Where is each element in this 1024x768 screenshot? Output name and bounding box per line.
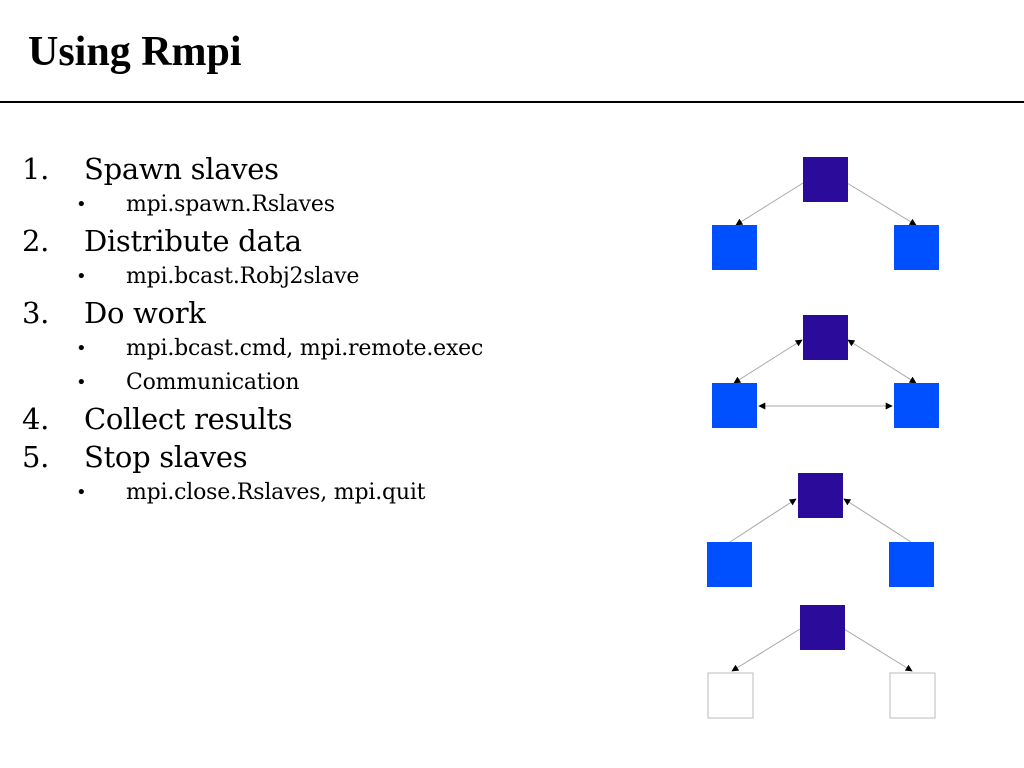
sub-list: • mpi.bcast.cmd, mpi.remote.exec • Commu… — [22, 332, 642, 400]
edge-arrow — [843, 628, 913, 672]
step-item: 4. Collect results — [22, 400, 642, 438]
sub-item: • Communication — [22, 366, 642, 400]
master-node — [798, 473, 843, 518]
master-node — [800, 605, 845, 650]
edge-arrow — [729, 498, 797, 543]
edge-arrow — [847, 339, 917, 384]
step-number: 3. — [22, 296, 50, 330]
master-node — [803, 157, 848, 202]
step-label: Distribute data — [84, 224, 302, 258]
title-divider — [0, 101, 1024, 103]
sub-item-label: Communication — [126, 370, 300, 395]
step-row: 2. Distribute data — [22, 222, 642, 260]
step-label: Spawn slaves — [84, 152, 279, 186]
step-row: 4. Collect results — [22, 400, 642, 438]
step-row: 1. Spawn slaves — [22, 150, 642, 188]
steps-list: 1. Spawn slaves • mpi.spawn.Rslaves 2. D… — [22, 150, 642, 510]
step-item: 1. Spawn slaves • mpi.spawn.Rslaves — [22, 150, 642, 222]
sub-item: • mpi.spawn.Rslaves — [22, 188, 642, 222]
collect-panel — [707, 473, 934, 587]
sub-item-label: mpi.spawn.Rslaves — [126, 192, 335, 217]
closed-slave-node — [889, 672, 936, 719]
step-number: 1. — [22, 152, 50, 186]
bullet-icon: • — [76, 482, 87, 503]
sub-item-label: mpi.bcast.Robj2slave — [126, 264, 360, 289]
step-item: 3. Do work • mpi.bcast.cmd, mpi.remote.e… — [22, 294, 642, 400]
step-label: Collect results — [84, 402, 293, 436]
sub-item-label: mpi.close.Rslaves, mpi.quit — [126, 480, 426, 505]
slave-node — [712, 383, 757, 428]
sub-item: • mpi.bcast.Robj2slave — [22, 260, 642, 294]
bullet-icon: • — [76, 338, 87, 359]
master-slave-diagram — [707, 157, 939, 719]
sub-list: • mpi.close.Rslaves, mpi.quit — [22, 476, 642, 510]
edge-arrow — [843, 498, 912, 543]
slave-node — [894, 383, 939, 428]
slave-node — [889, 542, 934, 587]
edge-arrow — [846, 182, 917, 226]
bullet-icon: • — [76, 194, 87, 215]
step-row: 5. Stop slaves — [22, 438, 642, 476]
stop-panel — [707, 605, 936, 719]
edge-arrow — [735, 182, 804, 226]
step-label: Stop slaves — [84, 440, 248, 474]
slave-node — [707, 542, 752, 587]
sub-item: • mpi.bcast.cmd, mpi.remote.exec — [22, 332, 642, 366]
edge-arrow — [731, 628, 801, 672]
slide-title: Using Rmpi — [28, 29, 242, 75]
step-row: 3. Do work — [22, 294, 642, 332]
slave-node — [712, 225, 757, 270]
spawn-panel — [712, 157, 939, 270]
step-item: 2. Distribute data • mpi.bcast.Robj2slav… — [22, 222, 642, 294]
sub-list: • mpi.spawn.Rslaves — [22, 188, 642, 222]
step-label: Do work — [84, 296, 206, 330]
step-item: 5. Stop slaves • mpi.close.Rslaves, mpi.… — [22, 438, 642, 510]
sub-item-label: mpi.bcast.cmd, mpi.remote.exec — [126, 336, 484, 361]
step-number: 4. — [22, 402, 50, 436]
step-number: 5. — [22, 440, 50, 474]
slave-node — [894, 225, 939, 270]
master-node — [803, 315, 848, 360]
edge-arrow — [733, 339, 803, 384]
sub-list: • mpi.bcast.Robj2slave — [22, 260, 642, 294]
step-number: 2. — [22, 224, 50, 258]
sub-item: • mpi.close.Rslaves, mpi.quit — [22, 476, 642, 510]
closed-slave-node — [707, 672, 754, 719]
communication-panel — [712, 315, 939, 428]
bullet-icon: • — [76, 266, 87, 287]
bullet-icon: • — [76, 372, 87, 393]
